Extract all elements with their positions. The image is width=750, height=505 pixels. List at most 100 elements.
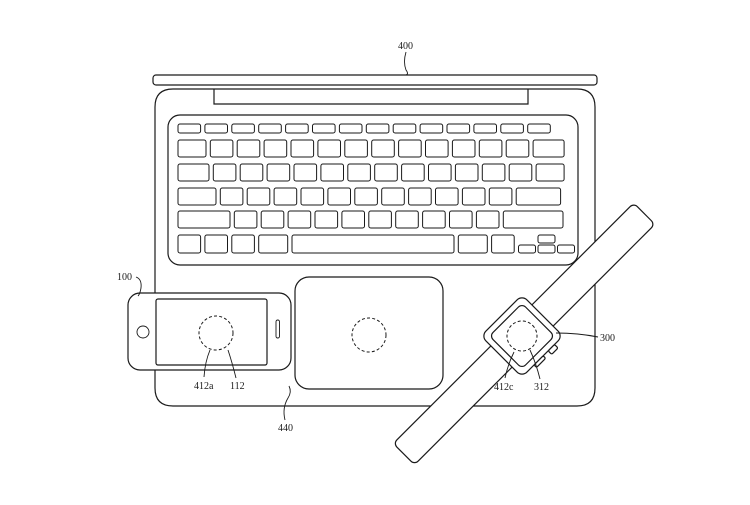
keyboard-key bbox=[527, 123, 551, 134]
keyboard-key bbox=[425, 139, 449, 158]
keyboard-key bbox=[231, 123, 255, 134]
keyboard-key bbox=[422, 210, 446, 229]
keyboard-key bbox=[408, 187, 432, 206]
watch bbox=[394, 204, 654, 464]
keyboard-key bbox=[291, 234, 455, 254]
keyboard-key bbox=[368, 210, 392, 229]
keyboard-key bbox=[314, 210, 339, 229]
keyboard-key bbox=[177, 139, 207, 158]
keyboard-key bbox=[263, 139, 288, 158]
label-base-surface: 440 bbox=[278, 423, 293, 434]
keyboard-key bbox=[502, 210, 564, 229]
keyboard-key bbox=[449, 210, 473, 229]
keyboard-key bbox=[219, 187, 244, 206]
keyboard-key bbox=[338, 123, 363, 134]
keyboard-key bbox=[177, 123, 202, 134]
keyboard-key bbox=[475, 210, 500, 229]
keyboard-key bbox=[505, 139, 530, 158]
keyboard-key bbox=[177, 210, 231, 229]
reference-labels: 400 100 412a 112 440 300 412c 312 bbox=[117, 41, 615, 434]
watch-coil bbox=[506, 320, 538, 352]
keyboard-key bbox=[317, 139, 341, 158]
keyboard-key bbox=[246, 187, 271, 206]
keyboard-key bbox=[212, 163, 237, 182]
keyboard-key bbox=[260, 210, 285, 229]
laptop-lid bbox=[152, 74, 598, 86]
watch-side-button bbox=[534, 355, 546, 368]
keyboard-key bbox=[374, 163, 398, 182]
keyboard-key bbox=[461, 187, 486, 206]
label-phone-screen: 112 bbox=[230, 381, 245, 392]
keyboard-key bbox=[428, 163, 452, 182]
keyboard-key bbox=[327, 187, 351, 206]
keyboard-key bbox=[231, 234, 255, 254]
keyboard-key bbox=[401, 163, 425, 182]
keyboard-key bbox=[451, 139, 476, 158]
keyboard-key bbox=[204, 123, 228, 134]
keyboard-key bbox=[285, 123, 309, 134]
keyboard-key bbox=[312, 123, 336, 134]
keyboard-key bbox=[354, 187, 378, 206]
keyboard-key bbox=[488, 187, 513, 206]
keyboard-key bbox=[239, 163, 264, 182]
phone bbox=[127, 292, 292, 371]
keyboard-key bbox=[287, 210, 312, 229]
keyboard-key bbox=[532, 139, 565, 158]
keyboard-key bbox=[481, 163, 506, 182]
label-watch: 300 bbox=[600, 333, 615, 344]
trackpad-coil bbox=[351, 317, 387, 353]
keyboard-key bbox=[537, 244, 556, 254]
label-watch-display: 312 bbox=[534, 382, 549, 393]
keyboard-key bbox=[419, 123, 444, 134]
keyboard-key bbox=[537, 234, 556, 244]
keyboard-key bbox=[347, 163, 371, 182]
keyboard-key bbox=[341, 210, 365, 229]
keyboard-key bbox=[300, 187, 325, 206]
keyboard-key bbox=[446, 123, 471, 134]
phone-speaker bbox=[275, 319, 280, 339]
keyboard-key bbox=[365, 123, 390, 134]
leader-lines bbox=[135, 51, 599, 421]
trackpad bbox=[294, 276, 444, 390]
keyboard-key bbox=[236, 139, 261, 158]
keyboard-key bbox=[258, 123, 282, 134]
keyboard-key bbox=[515, 187, 562, 206]
keyboard-key bbox=[177, 234, 202, 254]
keyboard-key bbox=[233, 210, 258, 229]
keyboard-key bbox=[293, 163, 318, 182]
keyboard bbox=[167, 114, 579, 266]
label-laptop: 400 bbox=[398, 41, 413, 52]
phone-home-button bbox=[136, 325, 150, 339]
keyboard-keys bbox=[177, 123, 575, 254]
watch-display bbox=[490, 304, 554, 368]
keyboard-key bbox=[258, 234, 289, 254]
keyboard-key bbox=[508, 163, 533, 182]
keyboard-key bbox=[392, 123, 417, 134]
keyboard-key bbox=[535, 163, 565, 182]
keyboard-key bbox=[454, 163, 479, 182]
keyboard-key bbox=[435, 187, 459, 206]
keyboard-key bbox=[290, 139, 315, 158]
keyboard-key bbox=[398, 139, 422, 158]
keyboard-key bbox=[273, 187, 298, 206]
keyboard-key bbox=[177, 187, 217, 206]
keyboard-key bbox=[395, 210, 419, 229]
keyboard-key bbox=[177, 163, 210, 182]
keyboard-key bbox=[344, 139, 368, 158]
keyboard-key bbox=[557, 244, 575, 254]
keyboard-key bbox=[204, 234, 228, 254]
label-watch-coil: 412c bbox=[494, 382, 514, 393]
watch-crown bbox=[548, 344, 559, 355]
keyboard-key bbox=[500, 123, 524, 134]
keyboard-key bbox=[381, 187, 405, 206]
keyboard-key bbox=[371, 139, 395, 158]
keyboard-key bbox=[320, 163, 344, 182]
keyboard-key bbox=[491, 234, 515, 254]
keyboard-key bbox=[209, 139, 234, 158]
keyboard-key bbox=[473, 123, 497, 134]
label-phone: 100 bbox=[117, 272, 132, 283]
keyboard-key bbox=[457, 234, 488, 254]
laptop-base bbox=[154, 88, 596, 407]
